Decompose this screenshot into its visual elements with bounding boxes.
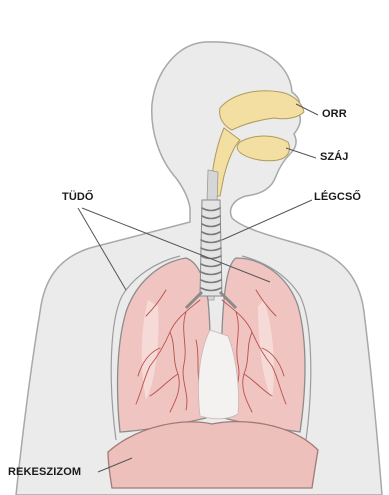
label-nose: ORR bbox=[322, 108, 347, 120]
label-mouth: SZÁJ bbox=[320, 151, 349, 163]
label-diaphragm: REKESZIZOM bbox=[8, 466, 81, 478]
label-trachea: LÉGCSŐ bbox=[314, 191, 361, 203]
label-lungs: TÜDŐ bbox=[62, 191, 94, 203]
